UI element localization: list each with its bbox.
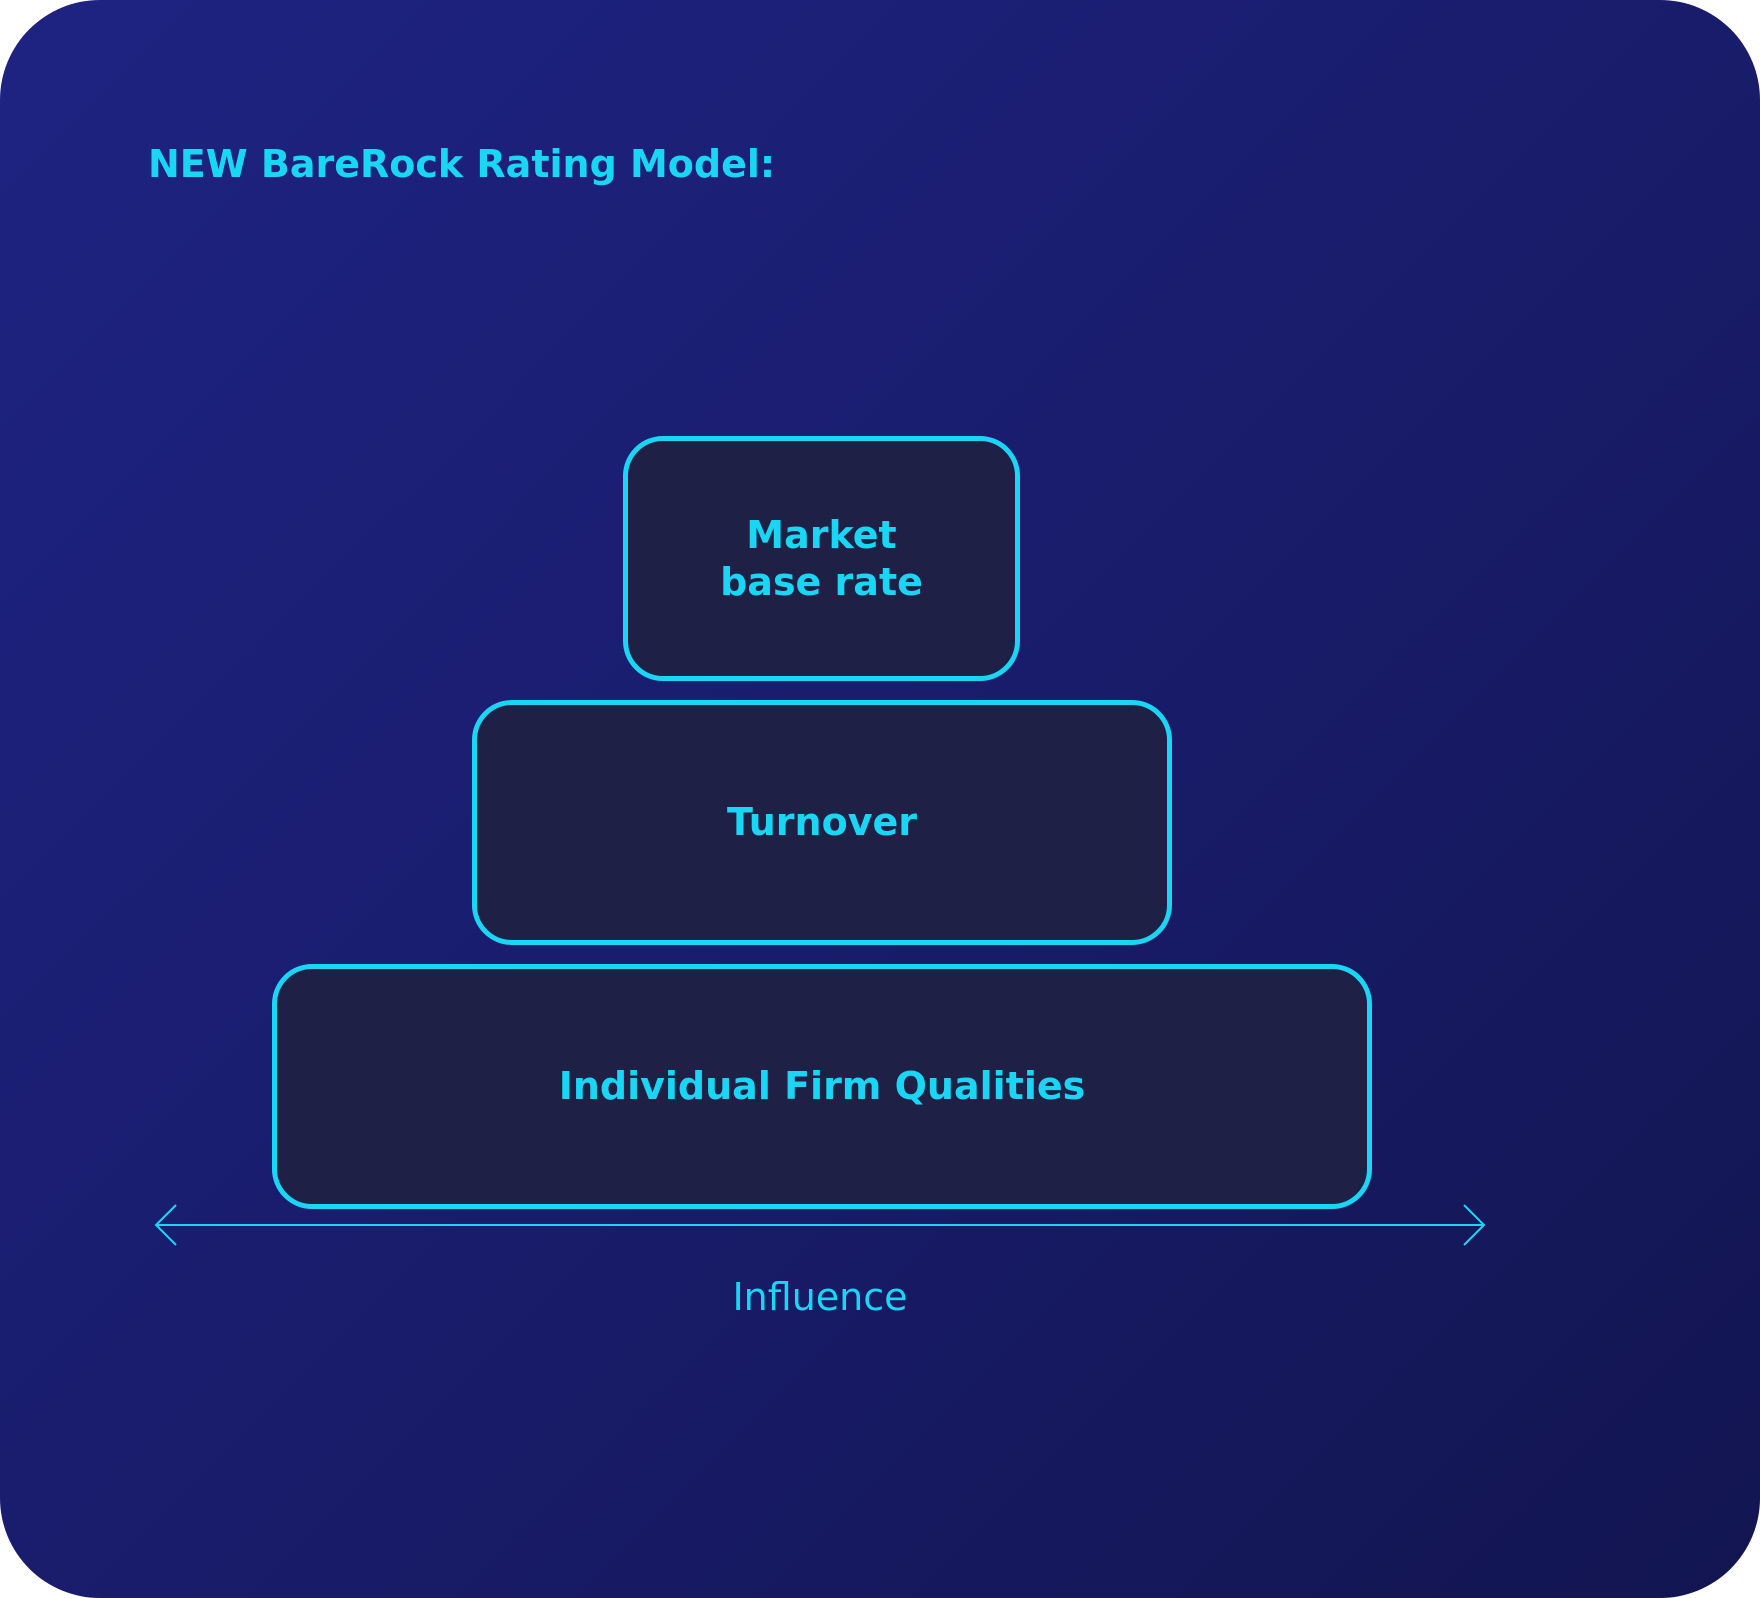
- tier-individual-firm-qualities: Individual Firm Qualities: [272, 964, 1372, 1209]
- tier-label: Market base rate: [720, 512, 923, 606]
- tier-label-line: Market: [746, 512, 897, 557]
- right-arrowhead-icon: [1463, 1204, 1486, 1246]
- diagram-title: NEW BareRock Rating Model:: [148, 142, 776, 186]
- left-arrowhead-icon: [154, 1204, 177, 1246]
- tier-turnover: Turnover: [472, 700, 1172, 945]
- tier-label-line: base rate: [720, 559, 923, 604]
- tier-label: Individual Firm Qualities: [558, 1064, 1086, 1108]
- tier-label: Turnover: [727, 800, 917, 844]
- axis-label: Influence: [732, 1275, 908, 1319]
- tier-market-base-rate: Market base rate: [623, 436, 1020, 681]
- influence-axis-arrow: [154, 1204, 1486, 1246]
